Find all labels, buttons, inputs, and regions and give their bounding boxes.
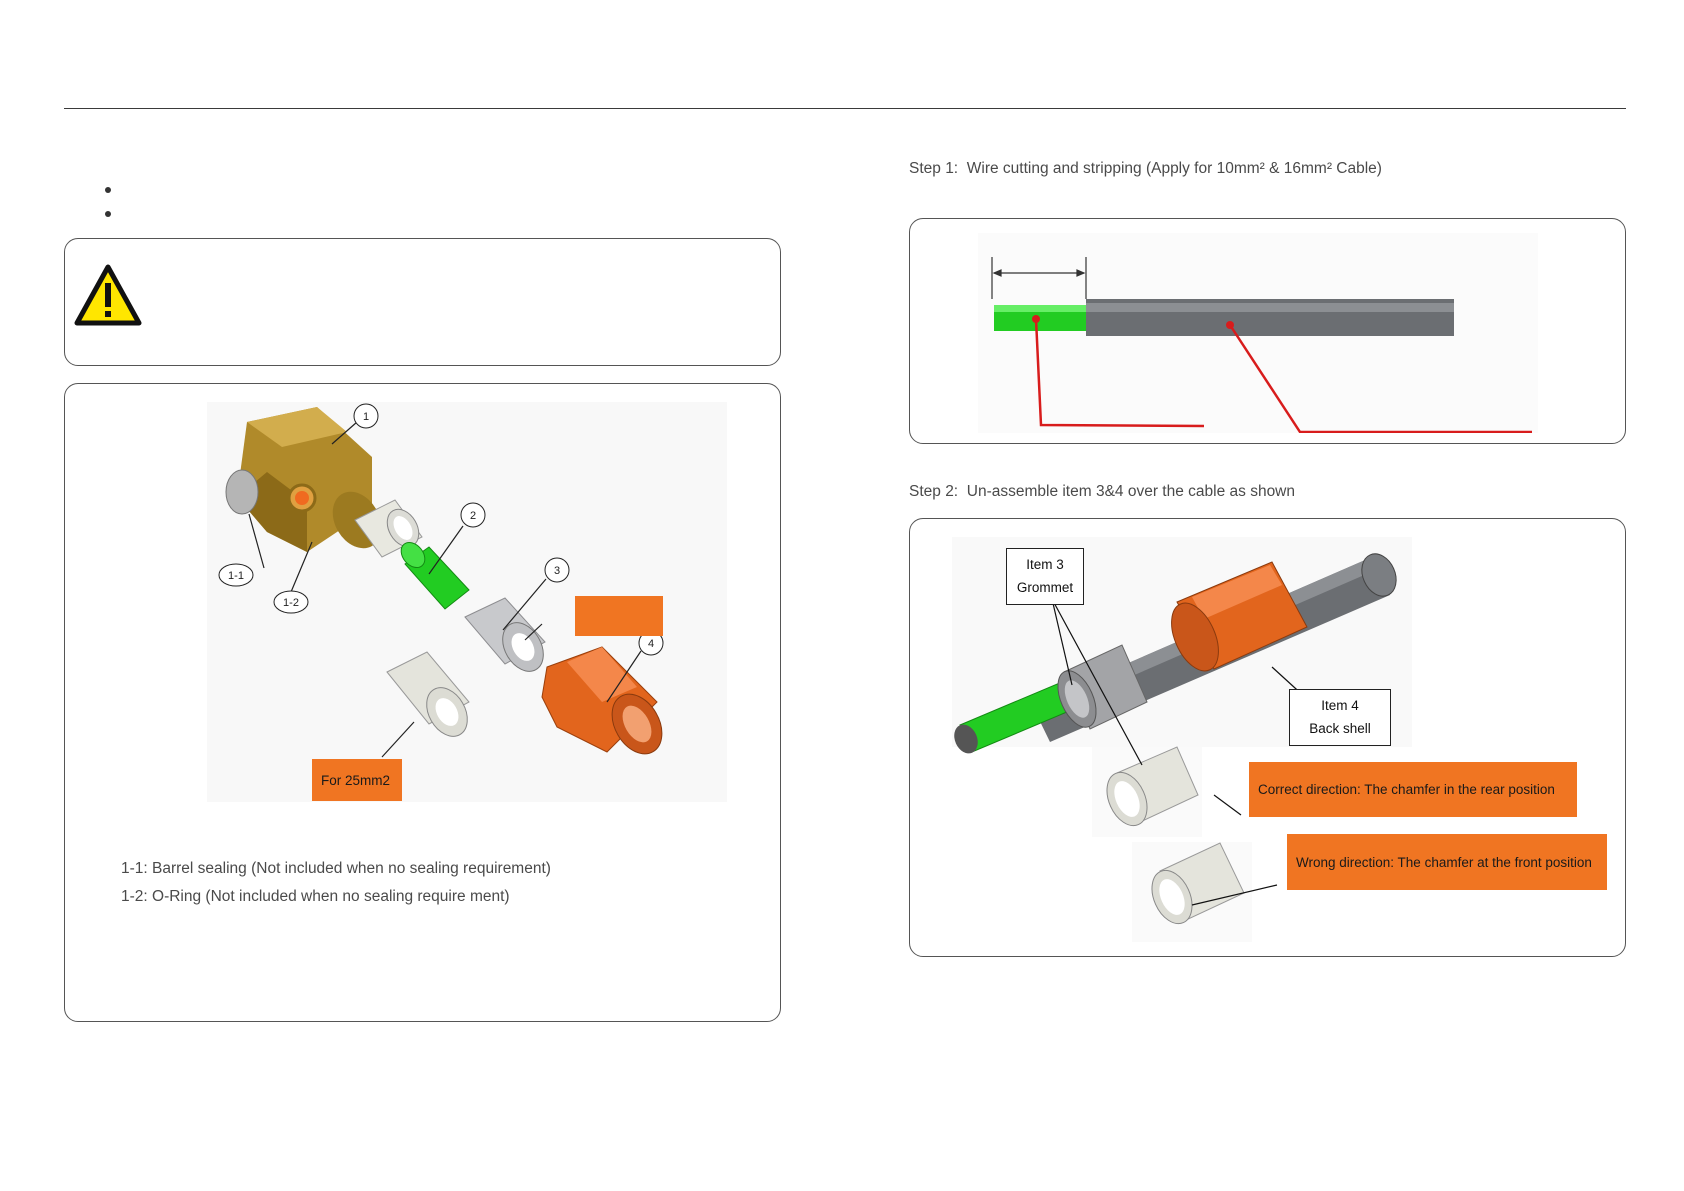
wrong-direction-label: Wrong direction: The chamfer at the fron… (1287, 834, 1607, 890)
contact-pin-part (400, 541, 470, 610)
grommet-on-cable (1057, 644, 1148, 730)
warning-box (64, 238, 781, 366)
step-2-prefix: Step 2: (909, 483, 959, 500)
bullet-2 (105, 211, 111, 217)
callout-1: 1 (353, 403, 379, 429)
strip-length-dimension (991, 257, 1087, 299)
step-2-title: Step 2: Un-assemble item 3&4 over the ca… (909, 483, 1295, 501)
back-shell-on-cable (1171, 561, 1308, 672)
item-3-number: Item 3 (1026, 557, 1064, 572)
callout-3: 3 (544, 557, 570, 583)
step-2-text: Un-assemble item 3&4 over the cable as s… (966, 483, 1295, 500)
step-1-panel (909, 218, 1626, 444)
parts-panel: 1 2 3 4 1-1 1-2 For 25mm2 1-1: Barrel se… (64, 383, 781, 1022)
callout-4: 4 (638, 630, 664, 656)
callout-1-1-text: 1-1 (228, 570, 244, 582)
step-2-panel: Item 3 Grommet Item 4 Back shell Correct… (909, 518, 1626, 957)
warning-triangle-icon (74, 264, 142, 326)
callout-4-text: 4 (648, 638, 654, 650)
callout-2-text: 2 (470, 510, 476, 522)
callout-2: 2 (460, 502, 486, 528)
alt-grommet-part (386, 651, 470, 737)
grommet-part (464, 597, 546, 672)
step-1-title: Step 1: Wire cutting and stripping (Appl… (909, 160, 1382, 178)
part-3-tag (575, 596, 663, 636)
correct-direction-label: Correct direction: The chamfer in the re… (1249, 762, 1577, 817)
item-4-name: Back shell (1309, 721, 1371, 736)
item-3-callout: Item 3 Grommet (1006, 548, 1084, 605)
assembly-illustration (952, 537, 1412, 942)
callout-1-2-text: 1-2 (283, 597, 299, 609)
grommet-wrong-direction (1132, 842, 1252, 942)
alt-grommet-label: For 25mm2 (312, 759, 402, 801)
item-4-number: Item 4 (1321, 698, 1359, 713)
callout-3-text: 3 (554, 565, 560, 577)
wire-stripping-illustration (978, 233, 1538, 433)
back-shell-part (541, 646, 663, 755)
note-barrel-sealing: 1-1: Barrel sealing (Not included when n… (121, 860, 551, 877)
item-4-callout: Item 4 Back shell (1289, 689, 1391, 746)
grommet-correct-direction (1092, 746, 1202, 837)
callout-1-2: 1-2 (273, 590, 309, 614)
step-1-text: Wire cutting and stripping (Apply for 10… (966, 160, 1382, 177)
header-rule (64, 108, 1626, 109)
bullet-1 (105, 187, 111, 193)
callout-1-1: 1-1 (218, 563, 254, 587)
note-o-ring: 1-2: O-Ring (Not included when no sealin… (121, 888, 510, 905)
callout-1-text: 1 (363, 411, 369, 423)
item-3-name: Grommet (1016, 580, 1074, 595)
step-1-prefix: Step 1: (909, 160, 959, 177)
